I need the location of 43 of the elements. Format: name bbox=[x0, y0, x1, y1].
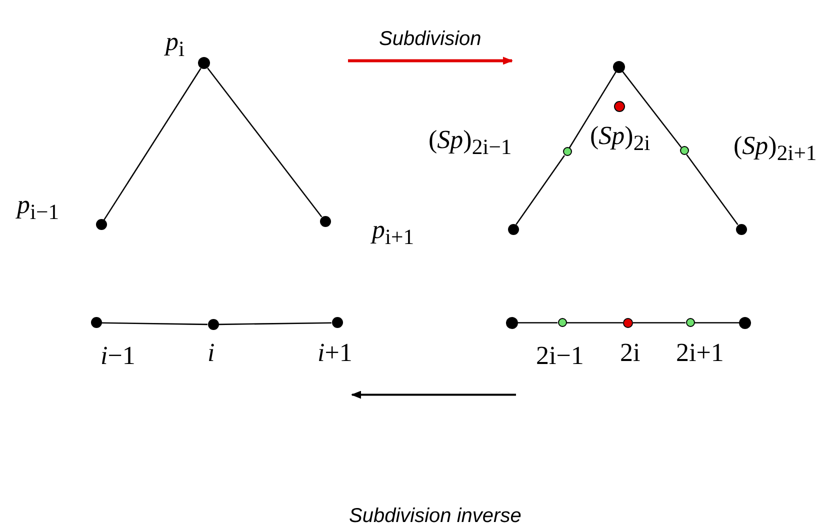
point-label: (Sp)$_{2i−1}$ bbox=[428, 127, 512, 160]
line-segment bbox=[633, 322, 686, 324]
line-segment bbox=[566, 322, 623, 324]
line-segment bbox=[207, 68, 322, 218]
point-dot bbox=[208, 319, 218, 330]
line-segment bbox=[694, 322, 739, 324]
point-dot bbox=[736, 224, 746, 235]
point-label: p$_{i+1}$ bbox=[372, 216, 414, 248]
point-label: p$_{i−1}$ bbox=[17, 192, 60, 224]
line-segment bbox=[218, 322, 332, 326]
point-label: 2i−1 bbox=[536, 342, 584, 369]
point-dot bbox=[562, 147, 572, 156]
point-dot bbox=[558, 318, 566, 328]
point-dot bbox=[614, 101, 624, 112]
point-label: i−1 bbox=[100, 342, 136, 369]
line-segment bbox=[568, 72, 616, 148]
point-dot bbox=[332, 317, 342, 328]
point-dot bbox=[90, 317, 102, 328]
point-dot bbox=[96, 219, 106, 230]
line-segment bbox=[686, 154, 738, 225]
point-label: (Sp)$_{2i}$ bbox=[590, 122, 650, 155]
point-label: i bbox=[208, 340, 215, 366]
operation-caption: Subdivision inverse bbox=[349, 504, 522, 528]
point-dot bbox=[198, 57, 210, 70]
point-label: (Sp)$_{2i+1}$ bbox=[734, 133, 817, 166]
line-segment bbox=[518, 322, 558, 324]
point-label: 2i+1 bbox=[676, 340, 724, 366]
line-segment bbox=[516, 155, 565, 225]
line-segment bbox=[103, 68, 202, 220]
point-dot bbox=[680, 146, 688, 156]
point-dot bbox=[508, 224, 518, 235]
line-segment bbox=[622, 71, 682, 148]
point-dot bbox=[320, 216, 330, 227]
operation-caption: Subdivision bbox=[379, 28, 482, 51]
line-segment bbox=[101, 322, 208, 326]
point-label: p$_{i}$ bbox=[166, 29, 185, 61]
point-label: 2i bbox=[620, 340, 640, 366]
point-dot bbox=[613, 60, 625, 73]
point-dot bbox=[623, 318, 633, 328]
point-dot bbox=[506, 316, 518, 329]
point-dot bbox=[739, 316, 751, 329]
point-label: i+1 bbox=[318, 340, 352, 366]
point-dot bbox=[686, 318, 694, 328]
